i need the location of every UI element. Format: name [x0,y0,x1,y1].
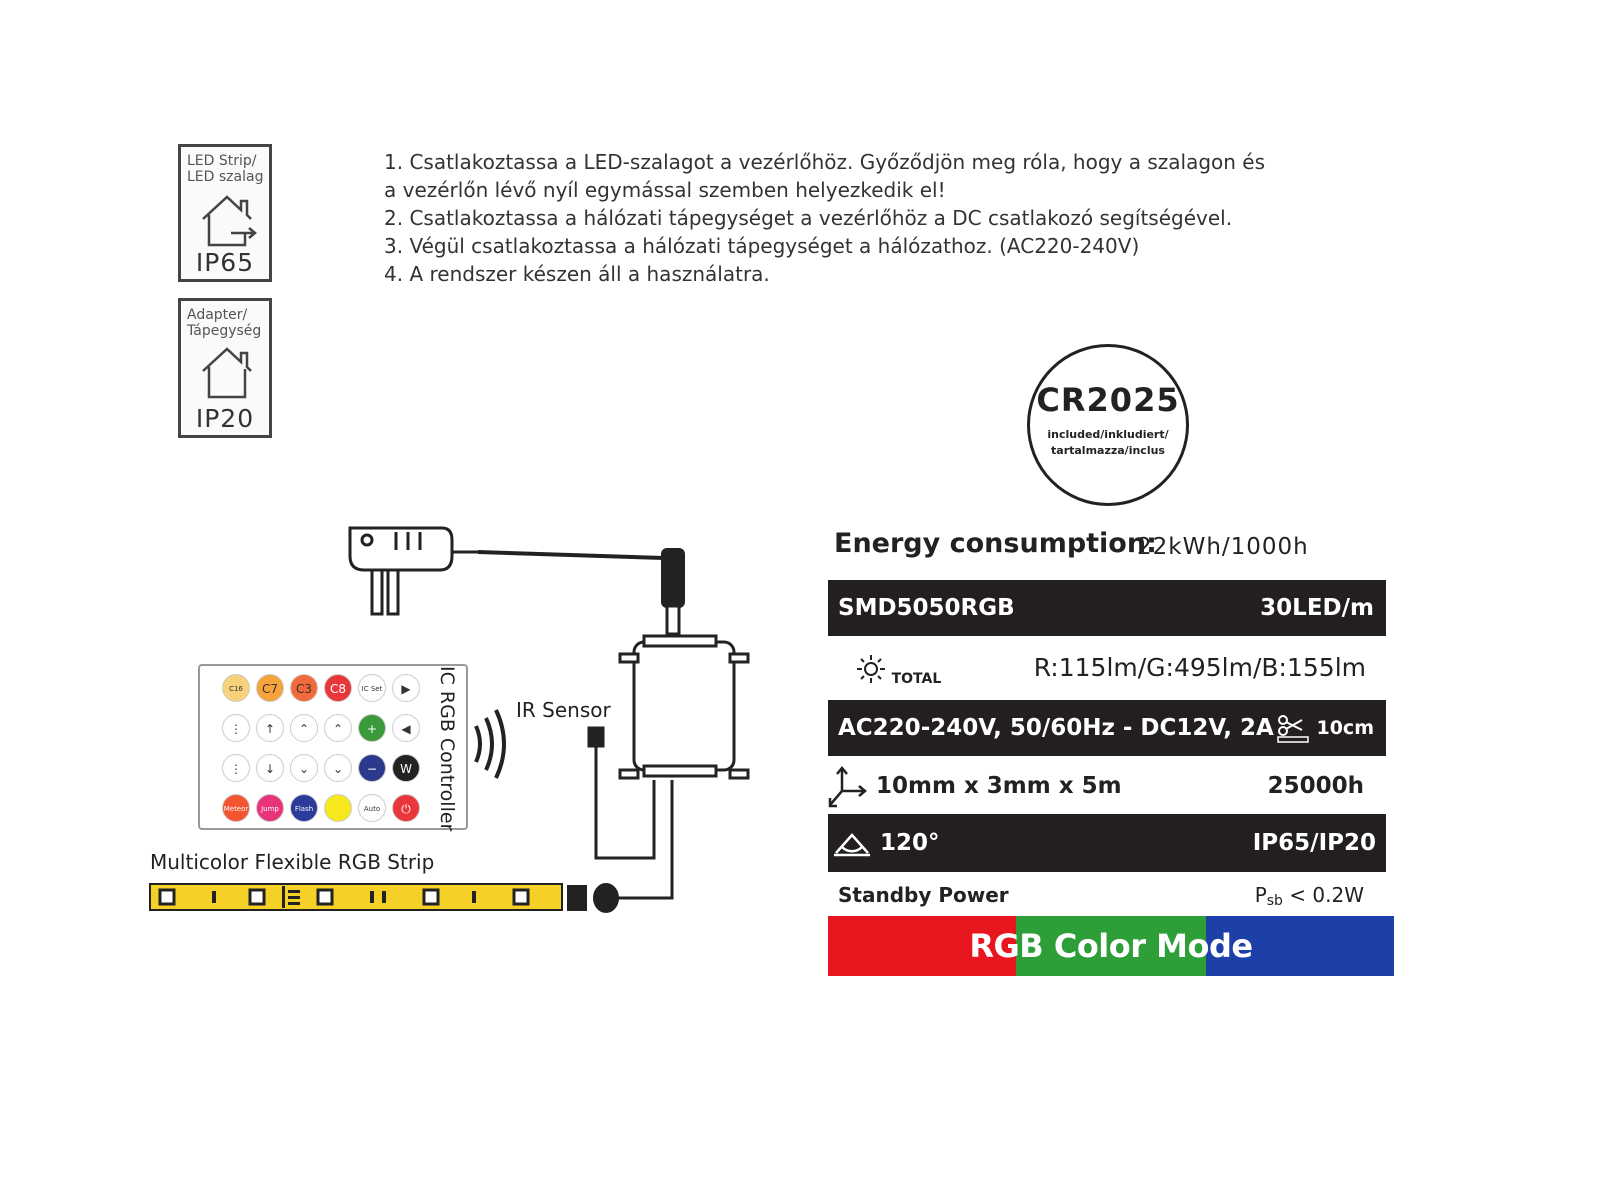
remote-button[interactable]: ↑ [256,714,284,742]
lumen-group: TOTAL [856,642,941,705]
spec-row-led: SMD5050RGB 30LED/m [828,580,1386,636]
remote-button[interactable]: ▶ [392,674,420,702]
remote-button[interactable]: ⌃ [290,714,318,742]
remote-button[interactable]: ↓ [256,754,284,782]
blue-segment [1206,916,1394,976]
badge-caption: Adapter/ Tápegység [187,307,262,339]
remote-button[interactable]: C3 [290,674,318,702]
remote-button[interactable]: Jump [256,794,284,822]
power-supply: AC220-240V, 50/60Hz - DC12V, 2A [838,715,1274,741]
dimensions-axes-icon [828,765,867,807]
controller-box [618,634,750,780]
led-type: SMD5050RGB [838,595,1015,621]
sun-icon [857,654,885,683]
instruction-line: 2. Csatlakoztassa a hálózati tápegységet… [384,206,1233,230]
instructions: 1. Csatlakoztassa a LED-szalagot a vezér… [384,148,1364,288]
remote-button[interactable]: Flash [290,794,318,822]
strip-connector [567,883,619,913]
ir-sensor-label: IR Sensor [516,698,611,722]
beam-angle-value: 120° [880,830,940,856]
cut-group: 10cm [1276,700,1374,756]
remote-button[interactable]: ◀ [392,714,420,742]
remote-button[interactable]: Meteor [222,794,250,822]
energy-label: Energy consumption: [834,528,1157,559]
instruction-line: 1. Csatlakoztassa a LED-szalagot a vezér… [384,150,1266,174]
ip-code: IP65 [195,248,255,277]
ip-rating-value: IP65/IP20 [1252,830,1376,856]
strip-label: Multicolor Flexible RGB Strip [150,850,435,874]
standby-sub: sb [1266,893,1283,909]
remote-button[interactable]: ⌄ [324,754,352,782]
scissors-cut-icon [1277,714,1309,743]
instruction-line: a vezérlőn lévő nyíl egymással szemben h… [384,178,946,202]
dimensions-group: 10mm x 3mm x 5m [828,760,1122,812]
standby-value: < 0.2W [1282,883,1364,907]
remote-button[interactable]: ⌃ [324,714,352,742]
rgb-color-bar [828,916,1394,976]
spec-row-angle: 120° IP65/IP20 [828,814,1386,872]
remote-button[interactable]: IC Set [358,674,386,702]
green-segment [1016,916,1206,976]
instruction-line: 3. Végül csatlakoztassa a hálózati tápeg… [384,234,1140,258]
house-indoor-icon [202,347,252,399]
remote-button[interactable]: C7 [256,674,284,702]
standby-value-group: Psb < 0.2W [1255,872,1364,924]
remote-button[interactable]: C16 [222,674,250,702]
remote-button[interactable]: ⋮ [222,754,250,782]
ip-code: IP20 [195,404,255,433]
remote-button[interactable]: ⏻ [392,794,420,822]
led-density: 30LED/m [1260,595,1374,621]
battery-included-badge: CR2025 included/inkludiert/ tartalmazza/… [1027,344,1189,506]
standby-label: Standby Power [838,883,1009,907]
angle-group: 120° [832,814,940,872]
spec-row-dimensions: 10mm x 3mm x 5m 25000h [828,760,1386,812]
remote-button[interactable]: C8 [324,674,352,702]
house-outdoor-icon [202,195,257,247]
rgb-mode-title: RGB Color Mode [969,927,1253,965]
battery-note-line: included/inkludiert/ [1047,428,1169,441]
remote-button[interactable]: ⌄ [290,754,318,782]
led-strip-image [149,883,563,911]
remote-button[interactable]: W [392,754,420,782]
energy-value: 22kWh/1000h [1137,534,1309,560]
remote-button[interactable]: Auto [358,794,386,822]
ir-sensor-cable [587,726,674,900]
spec-row-power: AC220-240V, 50/60Hz - DC12V, 2A 10cm [828,700,1386,756]
red-segment [828,916,1016,976]
standby-prefix: P [1254,883,1267,907]
ip65-badge: LED Strip/ LED szalag IP65 [178,144,272,282]
battery-note: included/inkludiert/ tartalmazza/inclus [1040,427,1176,459]
ir-signal-icon [474,709,506,779]
remote-button[interactable]: − [358,754,386,782]
cut-length: 10cm [1316,717,1374,739]
battery-note-line: tartalmazza/inclus [1051,444,1165,457]
badge-caption: LED Strip/ LED szalag [187,153,264,185]
dimensions-value: 10mm x 3mm x 5m [876,773,1122,799]
beam-angle-icon [834,832,870,856]
lumen-value: R:115lm/G:495lm/B:155lm [1033,653,1366,682]
remote-button[interactable] [324,794,352,822]
power-cable [477,548,685,636]
spec-row-lumen: TOTAL R:115lm/G:495lm/B:155lm [828,642,1386,694]
ip20-badge: Adapter/ Tápegység IP20 [178,298,272,438]
spec-row-standby: Standby Power Psb < 0.2W [828,872,1386,918]
remote-button[interactable]: ⋮ [222,714,250,742]
instruction-line: 4. A rendszer készen áll a használatra. [384,262,770,286]
lifetime-value: 25000h [1267,773,1364,799]
battery-model: CR2025 [1036,381,1180,419]
remote-button[interactable]: + [358,714,386,742]
power-adapter-icon [348,526,478,616]
lumen-label: TOTAL [891,671,942,687]
controller-label: IC RGB Controller [436,666,458,832]
